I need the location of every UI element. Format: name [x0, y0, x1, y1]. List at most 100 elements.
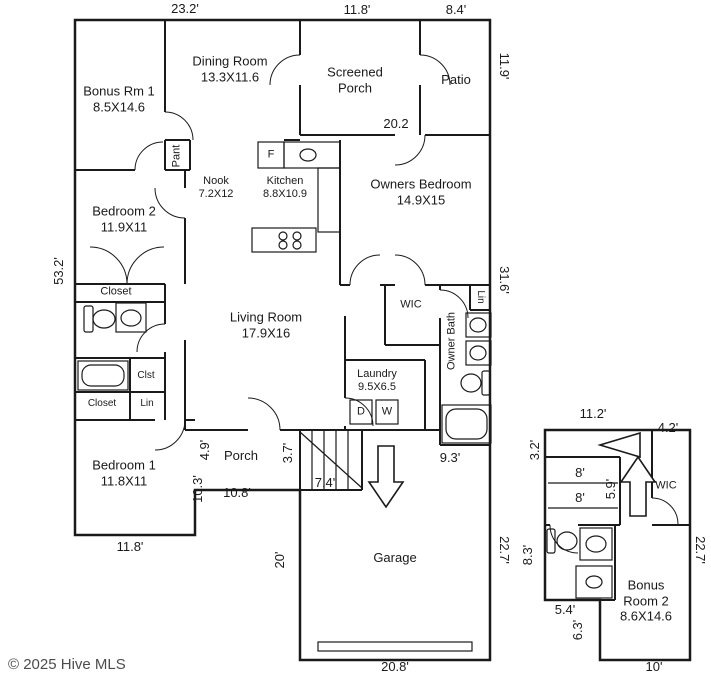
dim-8-lower: 8'	[575, 490, 585, 506]
dim-7-4: 7.4'	[314, 475, 336, 491]
room-label-bedroom-2: Bedroom 2 11.9X11	[92, 203, 156, 234]
dryer-label: D	[357, 405, 365, 418]
room-name: Nook	[203, 174, 229, 187]
dim-3-7: 3.7'	[280, 442, 296, 464]
dim-3-2: 3.2'	[527, 439, 543, 461]
room-size: 14.9X15	[396, 192, 446, 207]
shower-icon	[575, 565, 613, 599]
dim-10-8: 10.8'	[223, 485, 251, 501]
room-name: Screened Porch	[327, 64, 383, 95]
dryer-box	[349, 399, 373, 425]
room-size: 11.8X11	[100, 473, 148, 488]
dim-5-9: 5.9'	[603, 478, 619, 500]
dim-31-6: 31.6'	[496, 266, 512, 294]
room-size: 11.9X11	[100, 219, 148, 234]
room-label-bonus-rm-1: Bonus Rm 1 8.5X14.6	[83, 83, 155, 114]
room-label-clst: Clst	[137, 370, 155, 381]
sink-icon	[465, 312, 492, 338]
room-name: Owners Bedroom	[370, 176, 472, 192]
room-size-screened-porch: 20.2	[383, 116, 409, 132]
stove-icon	[278, 231, 302, 250]
dim-6-3: 6.3'	[570, 619, 586, 641]
room-size: 17.9X16	[241, 325, 291, 340]
sink-icon	[115, 302, 147, 333]
toilet-icon	[83, 305, 116, 333]
sink-icon	[465, 340, 492, 366]
room-label-owner-bath: Owner Bath	[445, 311, 458, 371]
kitchen-counter	[251, 141, 341, 253]
room-label-bonus-room-2: Bonus Room 2 8.6X14.6	[617, 578, 675, 625]
toilet-icon	[546, 528, 578, 554]
room-size: 8.8X10.9	[262, 188, 308, 200]
dim-20-8: 20.8'	[381, 659, 409, 675]
dim-10: 10'	[645, 659, 663, 675]
stairs	[299, 430, 363, 490]
closet-shelves	[548, 482, 618, 509]
dim-5-4: 5.4'	[554, 602, 576, 618]
interior-walls	[75, 20, 690, 601]
room-label-screened-porch: Screened Porch	[317, 64, 393, 95]
dim-8-upper: 8'	[575, 465, 585, 481]
dim-53-2: 53.2'	[51, 257, 67, 285]
room-name: Bonus Room 2	[623, 577, 669, 609]
room-name: Bedroom 1	[92, 457, 156, 473]
garage-door	[317, 641, 473, 652]
room-label-pantry: Pant	[170, 144, 183, 168]
washer-box	[375, 399, 399, 425]
room-label-living-room: Living Room 17.9X16	[230, 309, 302, 340]
toilet-icon	[460, 370, 491, 396]
dim-4-2: 4.2'	[657, 420, 679, 436]
room-size: 8.6X14.6	[619, 608, 673, 624]
room-label-patio: Patio	[441, 72, 471, 88]
room-name: Laundry	[357, 367, 397, 380]
room-name: Bonus Rm 1	[83, 83, 155, 99]
dim-22-7-garage: 22.7'	[496, 536, 512, 564]
room-size: 8.5X14.6	[92, 99, 146, 114]
exterior-wall-annex	[543, 428, 692, 662]
bathtub-icon	[441, 404, 492, 444]
room-label-kitchen: Kitchen 8.8X10.9	[263, 175, 307, 201]
garage-entry-arrow	[367, 445, 405, 509]
dim-11-2: 11.2'	[579, 406, 607, 422]
dim-11-8-top: 11.8'	[343, 2, 371, 18]
room-label-laundry: Laundry 9.5X6.5	[357, 368, 397, 394]
dim-22-7-annex: 22.7'	[692, 536, 708, 564]
dim-20: 20'	[272, 551, 288, 569]
dim-11-8-bottom: 11.8'	[116, 539, 144, 555]
bathtub-icon	[77, 360, 129, 391]
washer-label: W	[381, 405, 393, 418]
room-size: 9.5X6.5	[358, 381, 396, 393]
room-label-linen-hall: Lin	[140, 398, 154, 409]
kitchen-sink-icon	[299, 148, 317, 162]
dim-9-3: 9.3'	[439, 450, 461, 466]
fridge-label: F	[267, 148, 275, 161]
room-label-porch: Porch	[224, 448, 258, 464]
annex-stairs-direction-arrow	[597, 431, 641, 459]
room-label-dining-room: Dining Room 13.3X11.6	[192, 53, 267, 84]
room-size: 13.3X11.6	[200, 69, 260, 84]
dim-11-9: 11.9'	[496, 52, 512, 80]
room-label-closet-lower: Closet	[87, 398, 117, 409]
dim-23-2: 23.2'	[171, 1, 199, 17]
annex-stairs-up-arrow	[619, 455, 657, 517]
room-label-wic-main: WIC	[400, 298, 422, 311]
dim-8-3: 8.3'	[520, 544, 536, 566]
room-label-owners-bedroom: Owners Bedroom 14.9X15	[370, 176, 471, 207]
dim-10-3: 10.3'	[190, 475, 206, 503]
room-name: Bedroom 2	[92, 203, 156, 219]
dim-4-9: 4.9'	[197, 439, 213, 461]
room-label-garage: Garage	[373, 550, 417, 566]
room-label-closet-upper: Closet	[100, 285, 132, 298]
room-name: Living Room	[229, 309, 303, 325]
copyright-watermark: © 2025 Hive MLS	[8, 656, 126, 673]
room-label-linen-main: Lin	[475, 290, 486, 304]
sink-icon	[579, 527, 613, 561]
room-label-bedroom-1: Bedroom 1 11.8X11	[92, 457, 156, 488]
room-label-wic-annex: WIC	[655, 479, 677, 492]
room-name: Kitchen	[266, 174, 304, 187]
room-size: 7.2X12	[198, 188, 234, 200]
room-label-nook: Nook 7.2X12	[199, 175, 234, 201]
room-name: Dining Room	[192, 53, 268, 69]
